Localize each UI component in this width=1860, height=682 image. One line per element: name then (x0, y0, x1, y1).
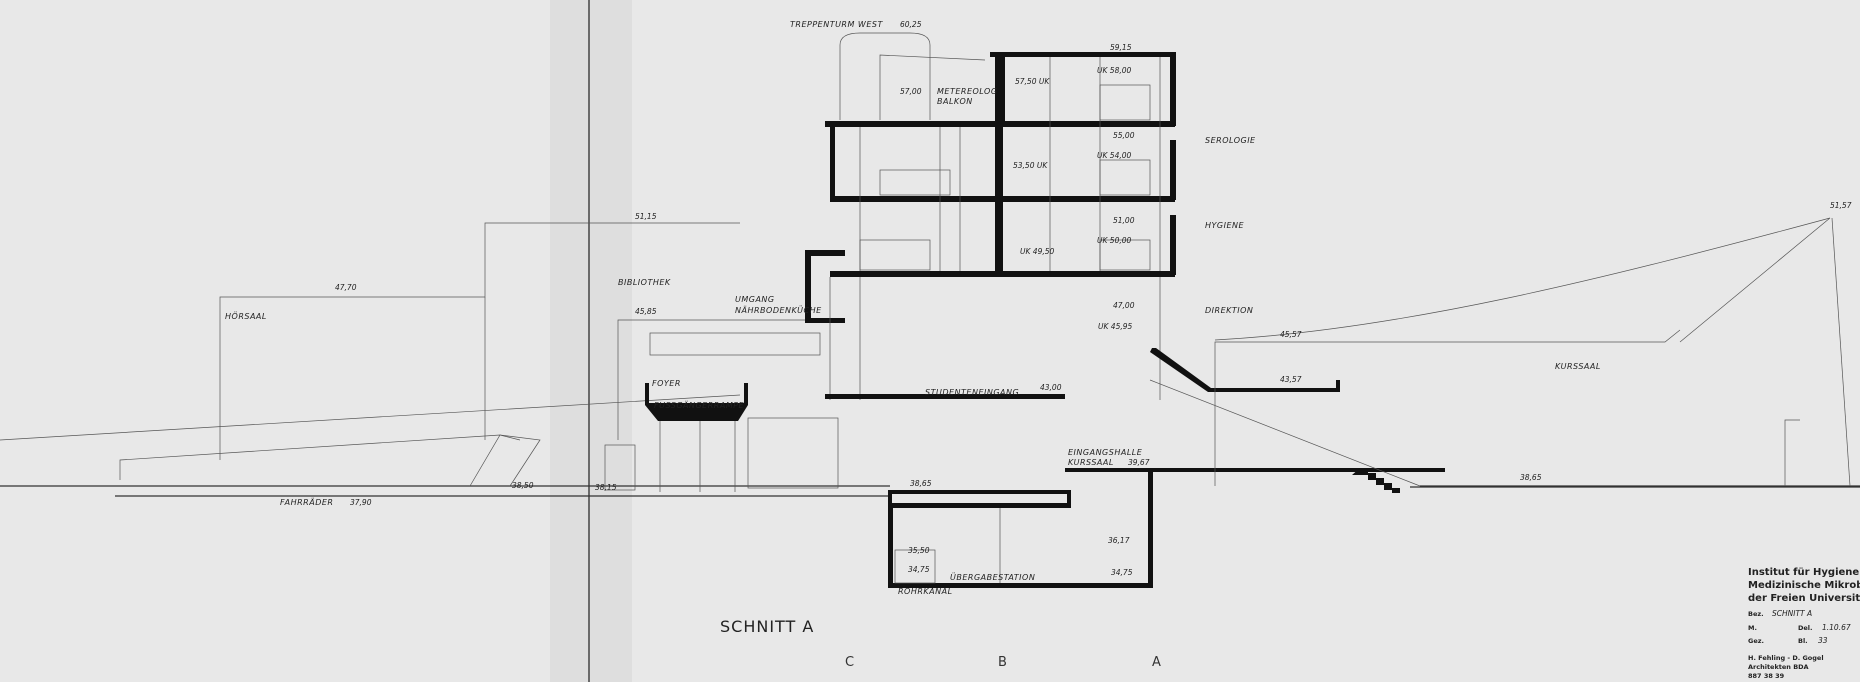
level-4357: 43,57 (1280, 375, 1302, 384)
level-5157: 51,57 (1830, 201, 1852, 210)
bibliothek-block (604, 319, 839, 492)
level-5350: 53,50 UK (1013, 161, 1048, 170)
title-line-2: Medizinische Mikrobiologie (1748, 580, 1860, 591)
architects-2: Architekten BDA (1748, 663, 1809, 671)
level-5100: 51,00 (1113, 216, 1135, 225)
level-5700: 57,00 (900, 87, 922, 96)
label-umgang-1: UMGANG (735, 295, 775, 304)
del-value: 1.10.67 (1822, 623, 1851, 632)
section-axis-a: A (1152, 655, 1161, 670)
main-tower (805, 32, 1445, 588)
section-axis-c: C (845, 655, 854, 670)
bl-label: Bl. (1798, 637, 1808, 645)
label-balkon-1: METEREOLOG (937, 87, 998, 96)
level-4770: 47,70 (335, 283, 357, 292)
label-studenteneingang: STUDENTENEINGANG (925, 388, 1019, 397)
label-foyer: FOYER (652, 379, 681, 388)
bez-label: Bez. (1748, 610, 1764, 618)
level-5000: UK 50,00 (1097, 236, 1131, 245)
level-3550: 35,50 (908, 546, 930, 555)
level-4950: UK 49,50 (1020, 247, 1054, 256)
architects: H. Fehling - D. Gogel (1748, 654, 1824, 662)
level-5500: 55,00 (1113, 131, 1135, 140)
label-kurssaal: KURSSAAL (1555, 362, 1601, 371)
level-4585: 45,85 (635, 307, 657, 316)
level-5400: UK 54,00 (1097, 151, 1131, 160)
level-3865-a: 38,65 (910, 479, 932, 488)
bl-value: 33 (1818, 636, 1828, 645)
level-4595: UK 45,95 (1098, 322, 1132, 331)
level-4300: 43,00 (1040, 383, 1062, 392)
label-bibliothek: BIBLIOTHEK (618, 278, 671, 287)
level-3967: 39,67 (1128, 458, 1150, 467)
label-hygiene: HYGIENE (1205, 221, 1245, 230)
label-uebergabestation: ÜBERGABESTATION (950, 572, 1035, 582)
level-3865-b: 38,65 (1520, 473, 1542, 482)
level-3475-a: 34,75 (908, 565, 930, 574)
label-rohrkanal: ROHRKANAL (898, 587, 953, 596)
level-5915: 59,15 (1110, 43, 1132, 52)
label-umgang-2: NÄHRBODENKÜCHE (735, 305, 822, 315)
hoersaal-outline (0, 222, 741, 487)
level-3617: 36,17 (1108, 536, 1130, 545)
level-3815: 38,15 (595, 483, 617, 492)
level-6025: 60,25 (900, 20, 922, 29)
title-line-1: Institut für Hygiene und (1748, 567, 1860, 578)
level-3790: 37,90 (350, 498, 372, 507)
level-4700: 47,00 (1113, 301, 1135, 310)
label-balkon-2: BALKON (937, 97, 973, 106)
label-treppenturm: TREPPENTURM WEST (790, 20, 883, 29)
level-3850: 38,50 (512, 481, 534, 490)
label-rampe: FUSSGÄNGERRAMPE (654, 400, 745, 410)
title-block: Institut für Hygiene und Medizinische Mi… (1748, 567, 1860, 680)
gez-label: Gez. (1748, 637, 1764, 645)
level-5115: 51,15 (635, 212, 657, 221)
drawing-title: SCHNITT A (720, 617, 814, 636)
bez-value: SCHNITT A (1772, 609, 1812, 618)
label-hoersaal: HÖRSAAL (225, 311, 267, 321)
label-direktion: DIREKTION (1205, 306, 1253, 315)
section-axis-b: B (998, 655, 1007, 670)
m-label: M. (1748, 624, 1757, 632)
label-eingangshalle-1: EINGANGSHALLE (1068, 448, 1143, 457)
level-5800: UK 58,00 (1097, 66, 1131, 75)
level-3475-b: 34,75 (1111, 568, 1133, 577)
label-serologie: SEROLOGIE (1205, 136, 1256, 145)
del-label: Del. (1798, 624, 1813, 632)
kurssaal-block (1149, 217, 1860, 493)
paper-seam (550, 0, 632, 682)
label-eingangshalle-2: KURSSAAL (1068, 458, 1114, 467)
label-fahrraeder: FAHRRÄDER (280, 497, 333, 507)
phone: 887 38 39 (1748, 672, 1785, 680)
level-4557: 45,57 (1280, 330, 1302, 339)
title-line-3: der Freien Universität Berlin (1748, 593, 1860, 604)
level-5750: 57,50 UK (1015, 77, 1050, 86)
